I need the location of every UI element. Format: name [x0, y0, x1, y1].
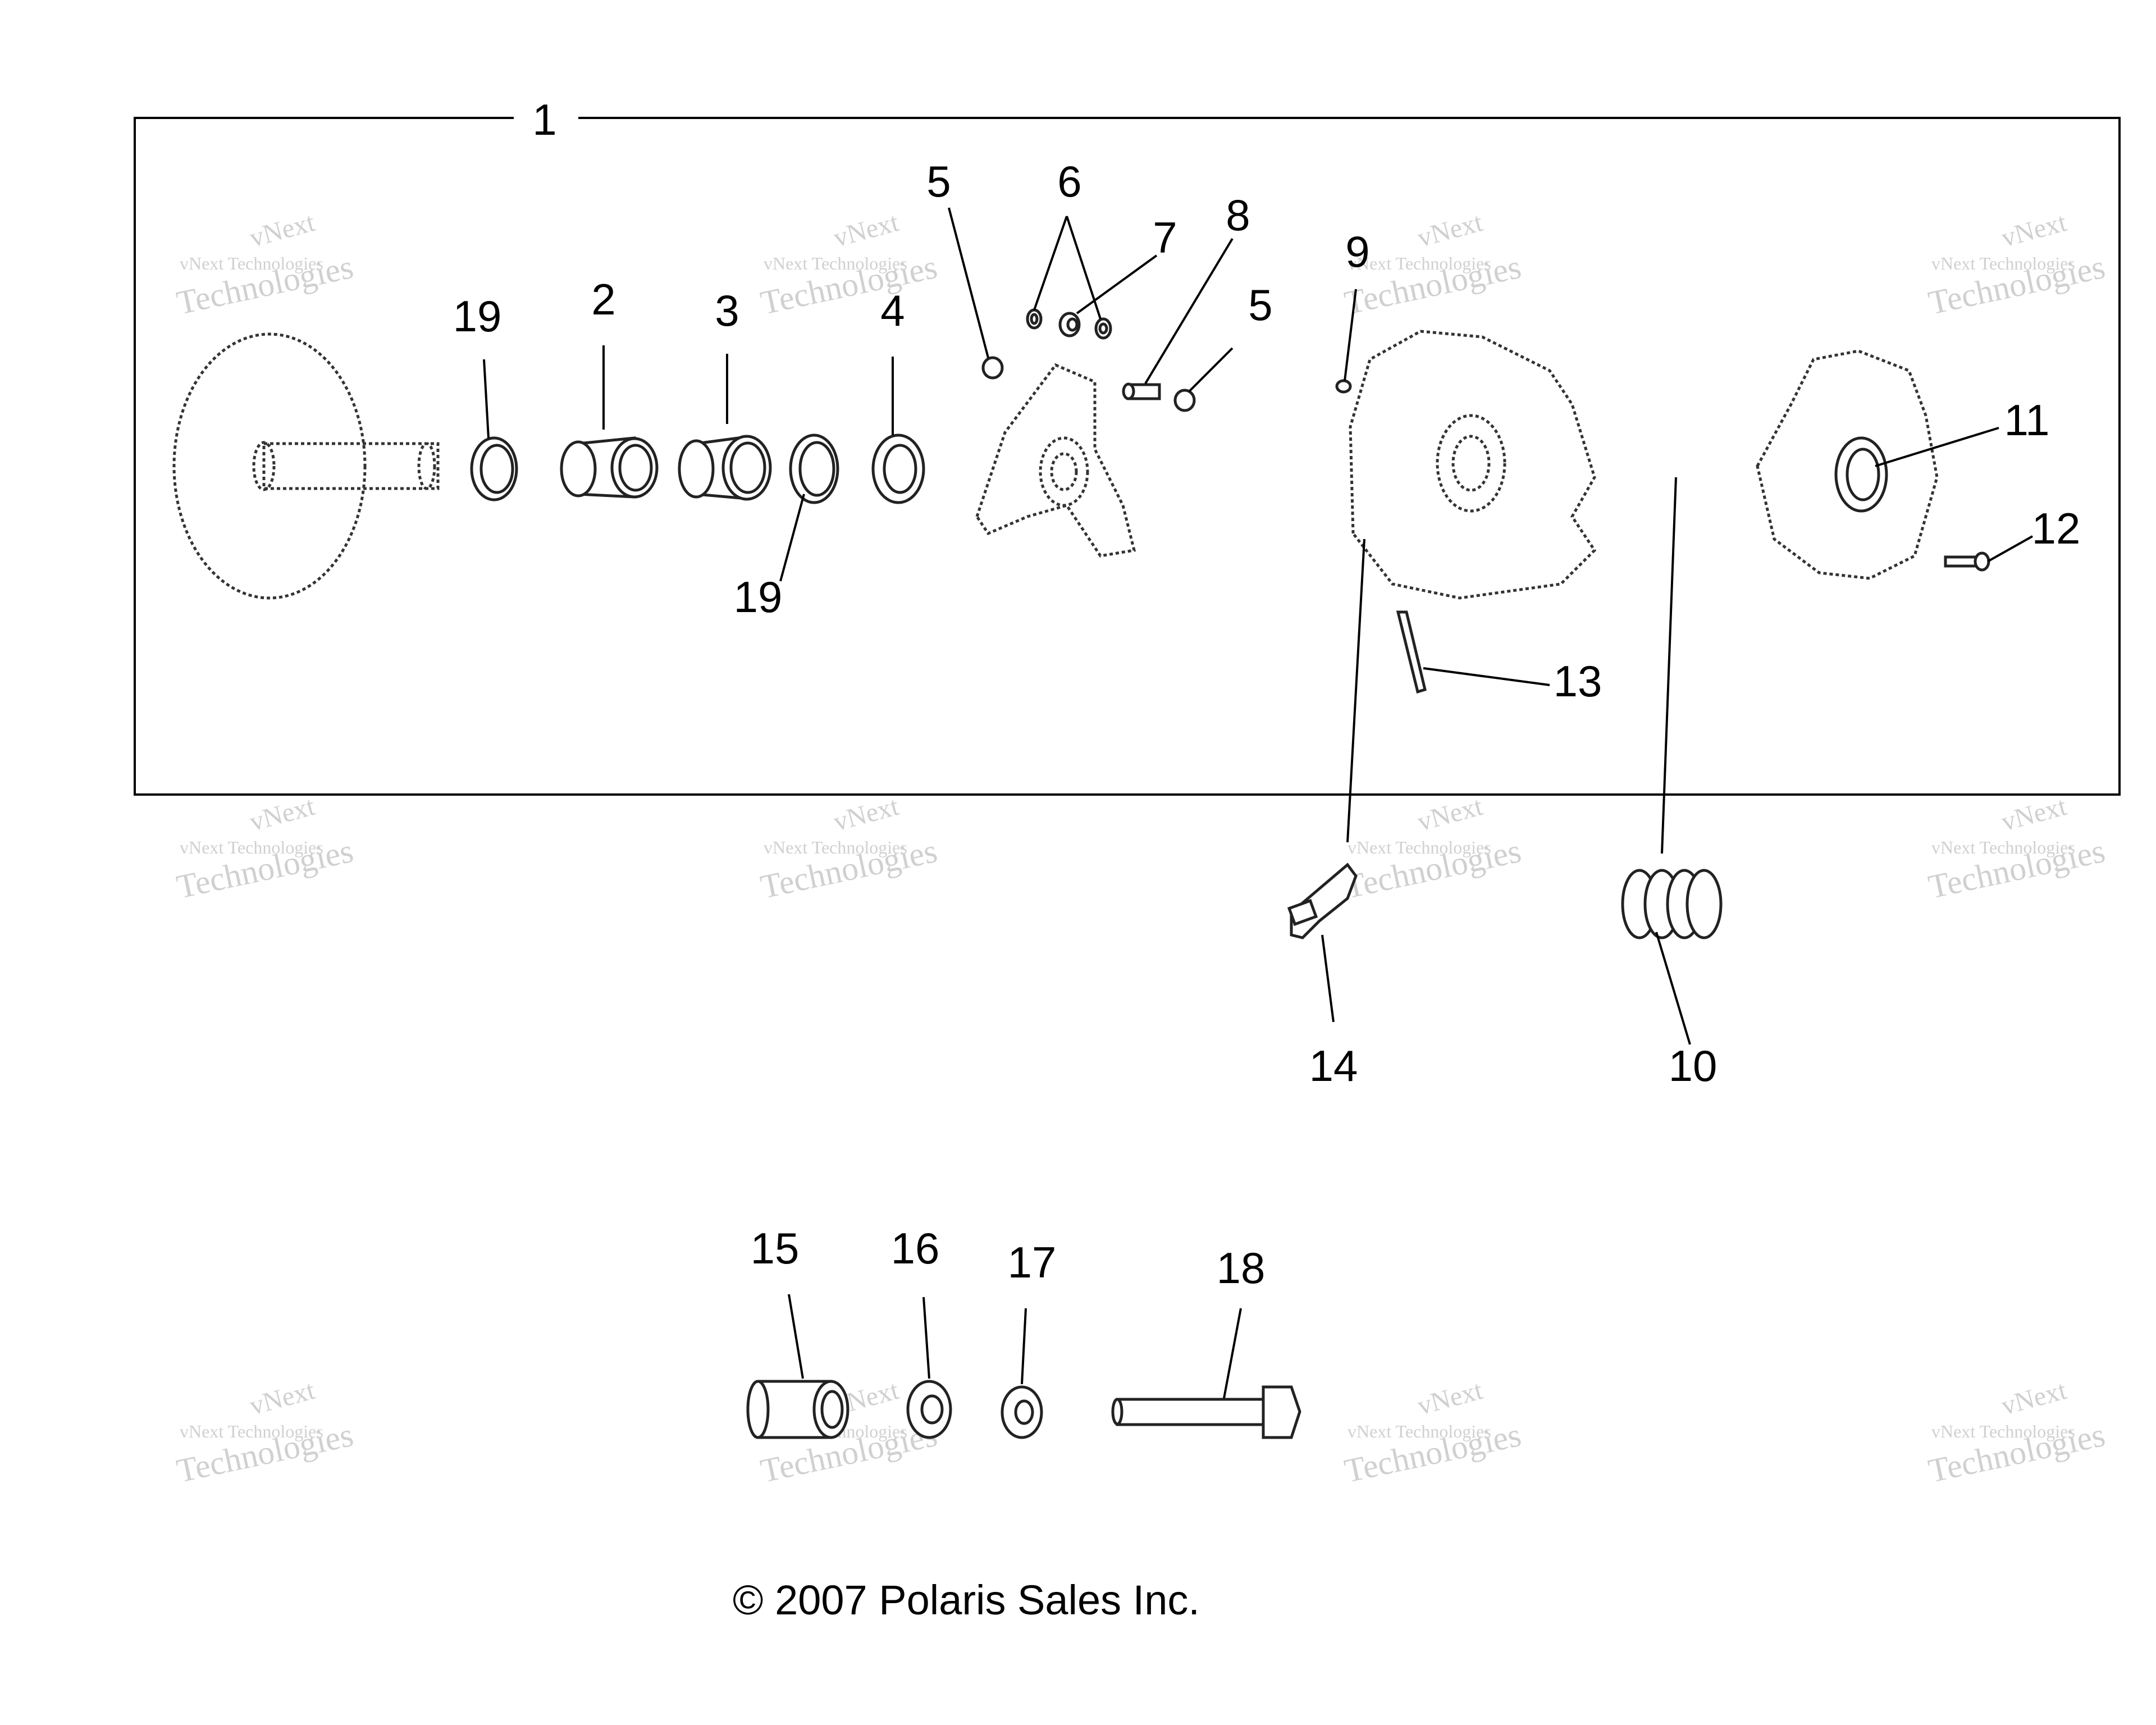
bushing-part: [678, 435, 772, 501]
button-part: [981, 356, 1004, 380]
nut-part: [1335, 379, 1352, 394]
svg-text:vNext Technologies: vNext Technologies: [764, 253, 907, 273]
seal-part: [871, 433, 925, 504]
callout-17: 17: [1008, 1238, 1057, 1287]
washer-part: [906, 1380, 952, 1439]
svg-text:vNext Technologies: vNext Technologies: [1931, 837, 2075, 857]
washer-part: [1026, 308, 1043, 330]
callout-19: 19: [734, 572, 783, 622]
svg-text:vNext Technologies: vNext Technologies: [1347, 837, 1491, 857]
moveable-sheave-part: [1349, 330, 1597, 600]
bushing-part: [560, 436, 659, 499]
callout-9: 9: [1345, 227, 1369, 276]
svg-text:vNext: vNext: [830, 791, 902, 837]
callout-18: 18: [1217, 1243, 1266, 1293]
leader-lines: [483, 207, 2033, 1399]
assembly-frame: [134, 117, 2121, 796]
svg-text:vNext Technologies: vNext Technologies: [1347, 253, 1491, 273]
svg-text:vNext: vNext: [1998, 1375, 2070, 1421]
svg-text:vNext: vNext: [246, 1375, 318, 1421]
callout-5: 5: [926, 157, 951, 206]
callout-8: 8: [1226, 190, 1250, 240]
svg-text:vNext: vNext: [830, 207, 902, 253]
svg-text:vNext: vNext: [1414, 1375, 1486, 1421]
watermark: vNext vNext Technologies Technologies: [173, 1375, 357, 1490]
spacer-part: [746, 1380, 849, 1439]
watermark: vNext vNext Technologies Technologies: [173, 791, 357, 906]
callout-4: 4: [880, 286, 905, 335]
callout-5: 5: [1248, 280, 1272, 330]
ring-part: [789, 433, 839, 504]
spring-part: [1621, 869, 1723, 939]
sheave-shaft-part: [172, 332, 440, 600]
svg-text:vNext: vNext: [1998, 207, 2070, 253]
watermark: vNext vNext Technologies Technologies: [1925, 791, 2108, 906]
cover-part: [1756, 349, 1939, 580]
callout-15: 15: [751, 1224, 800, 1273]
svg-text:vNext Technologies: vNext Technologies: [180, 837, 323, 857]
svg-text:vNext Technologies: vNext Technologies: [1931, 1421, 2075, 1441]
svg-text:vNext: vNext: [1414, 791, 1486, 837]
watermark: vNext vNext Technologies Technologies: [1925, 1375, 2108, 1490]
watermark: vNext vNext Technologies Technologies: [173, 207, 357, 322]
svg-text:vNext Technologies: vNext Technologies: [1347, 1421, 1491, 1441]
svg-text:vNext Technologies: vNext Technologies: [180, 253, 323, 273]
bolt-part: [1111, 1385, 1301, 1439]
watermark: vNext vNext Technologies Technologies: [757, 207, 940, 322]
callout-6: 6: [1057, 157, 1081, 206]
callout-7: 7: [1153, 213, 1177, 262]
callout-3: 3: [715, 286, 739, 335]
weight-part: [1287, 862, 1358, 939]
button-part: [1173, 389, 1196, 412]
callout-2: 2: [591, 275, 615, 324]
callout-19: 19: [453, 291, 502, 341]
svg-text:vNext: vNext: [1414, 207, 1486, 253]
watermark: vNext vNext Technologies Technologies: [1925, 207, 2108, 322]
callout-16: 16: [891, 1224, 940, 1273]
svg-text:vNext Technologies: vNext Technologies: [180, 1421, 323, 1441]
watermark: vNext vNext Technologies Technologies: [1341, 1375, 1524, 1490]
svg-text:vNext: vNext: [246, 791, 318, 837]
screw-part: [1944, 551, 1990, 572]
roller-part: [1058, 312, 1081, 337]
callout-labels: 1 2 3 4 5 6 7 8 5 9 19 19 10 11 12 13 14…: [453, 95, 2081, 1293]
copyright-text: © 2007 Polaris Sales Inc.: [733, 1577, 1200, 1623]
svg-text:vNext Technologies: vNext Technologies: [1931, 253, 2075, 273]
washer-part: [1094, 317, 1112, 340]
watermark: vNext vNext Technologies Technologies: [757, 791, 940, 906]
callout-11: 11: [2004, 395, 2050, 445]
spider-part: [975, 363, 1136, 558]
pin-part: [1122, 382, 1161, 400]
callout-14: 14: [1309, 1041, 1358, 1090]
callout-12: 12: [2032, 504, 2081, 553]
pin-part: [1396, 610, 1427, 694]
washer-part: [1001, 1385, 1043, 1439]
callout-13: 13: [1554, 656, 1602, 706]
svg-text:vNext: vNext: [1998, 791, 2070, 837]
watermark: vNext vNext Technologies Technologies: [1341, 791, 1524, 906]
callout-1: 1: [532, 95, 556, 144]
svg-text:vNext Technologies: vNext Technologies: [764, 837, 907, 857]
svg-text:vNext: vNext: [246, 207, 318, 253]
callout-10: 10: [1669, 1041, 1718, 1090]
ring-part: [470, 436, 518, 501]
